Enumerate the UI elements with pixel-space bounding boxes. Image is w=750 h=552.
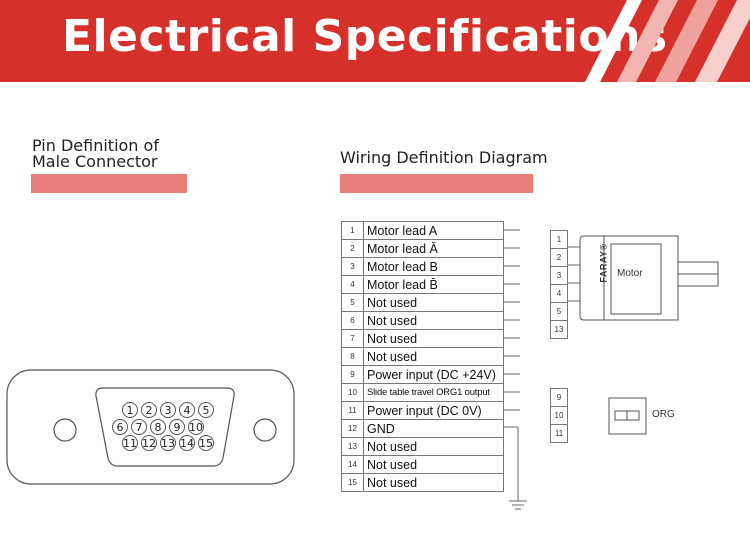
pin-circle: [198, 402, 214, 418]
page-title: Electrical Specifications: [62, 11, 668, 62]
pin-definition-accent-bar: [31, 174, 187, 193]
pin-label: 2: [146, 404, 153, 417]
pin-label: 12: [142, 437, 156, 450]
terminal-number: 3: [551, 267, 567, 285]
wiring-diagram-title: Wiring Definition Diagram: [340, 148, 548, 167]
db15-connector: 1 2 3 4 5 6 7 8 9 10 11 12 13 14 15: [6, 369, 295, 485]
pin-label: 15: [199, 437, 213, 450]
pin-description: Motor lead B̄: [363, 275, 504, 294]
pin-label: 9: [174, 421, 181, 434]
terminal-number: 5: [551, 303, 567, 321]
motor-brand-logo: FARAY®: [598, 243, 609, 283]
pin-label: 5: [203, 404, 210, 417]
motor-label: Motor: [617, 268, 643, 279]
header-banner: Electrical Specifications: [0, 0, 750, 82]
pin-description: Not used: [363, 311, 504, 330]
pin-label: 10: [189, 421, 203, 434]
pin-circle: [141, 435, 157, 451]
terminal-number: 4: [551, 285, 567, 303]
pin-description: Power input (DC +24V): [363, 365, 504, 384]
pin-circle: [198, 435, 214, 451]
pin-circle: [188, 419, 204, 435]
pin-circle: [131, 419, 147, 435]
pin-description: Not used: [363, 347, 504, 366]
pin-label: 8: [155, 421, 162, 434]
org-label: ORG: [652, 409, 675, 420]
pin-circle: [122, 402, 138, 418]
terminal-number: 11: [551, 425, 567, 443]
org-switch-icon: [608, 397, 647, 435]
pin-circle: [141, 402, 157, 418]
pin-circle: [150, 419, 166, 435]
pin-circle: [112, 419, 128, 435]
pin-circle: [169, 419, 185, 435]
pin-circle: [179, 402, 195, 418]
decorative-stripes: [585, 0, 750, 82]
pin-circle: [160, 435, 176, 451]
pin-description: Not used: [363, 455, 504, 474]
pin-label: 6: [117, 421, 124, 434]
pin-label: 3: [165, 404, 172, 417]
pin-description: Not used: [363, 473, 504, 492]
pin-label: 11: [123, 437, 137, 450]
mounting-hole-left: [53, 418, 77, 442]
terminal-number: 2: [551, 249, 567, 267]
pin-label: 7: [136, 421, 143, 434]
pin-definition-title: Pin Definition of Male Connector: [32, 138, 159, 170]
mounting-hole-right: [253, 418, 277, 442]
pin-circle: [160, 402, 176, 418]
terminal-number: 10: [551, 407, 567, 425]
motor-drawing: [579, 235, 719, 321]
pin-label: 14: [180, 437, 194, 450]
terminal-number: 13: [551, 321, 567, 339]
pin-definition-title-line2: Male Connector: [32, 152, 158, 171]
pin-label: 4: [184, 404, 191, 417]
wiring-diagram-accent-bar: [340, 174, 533, 193]
connector-pins: [112, 402, 214, 451]
terminal-number: 1: [551, 231, 567, 249]
terminal-number: 9: [551, 389, 567, 407]
pin-definition-title-line1: Pin Definition of: [32, 136, 159, 155]
pin-label: 13: [161, 437, 175, 450]
pin-description: Not used: [363, 437, 504, 456]
pin-circle: [122, 435, 138, 451]
pin-circle: [179, 435, 195, 451]
pin-label: 1: [127, 404, 134, 417]
